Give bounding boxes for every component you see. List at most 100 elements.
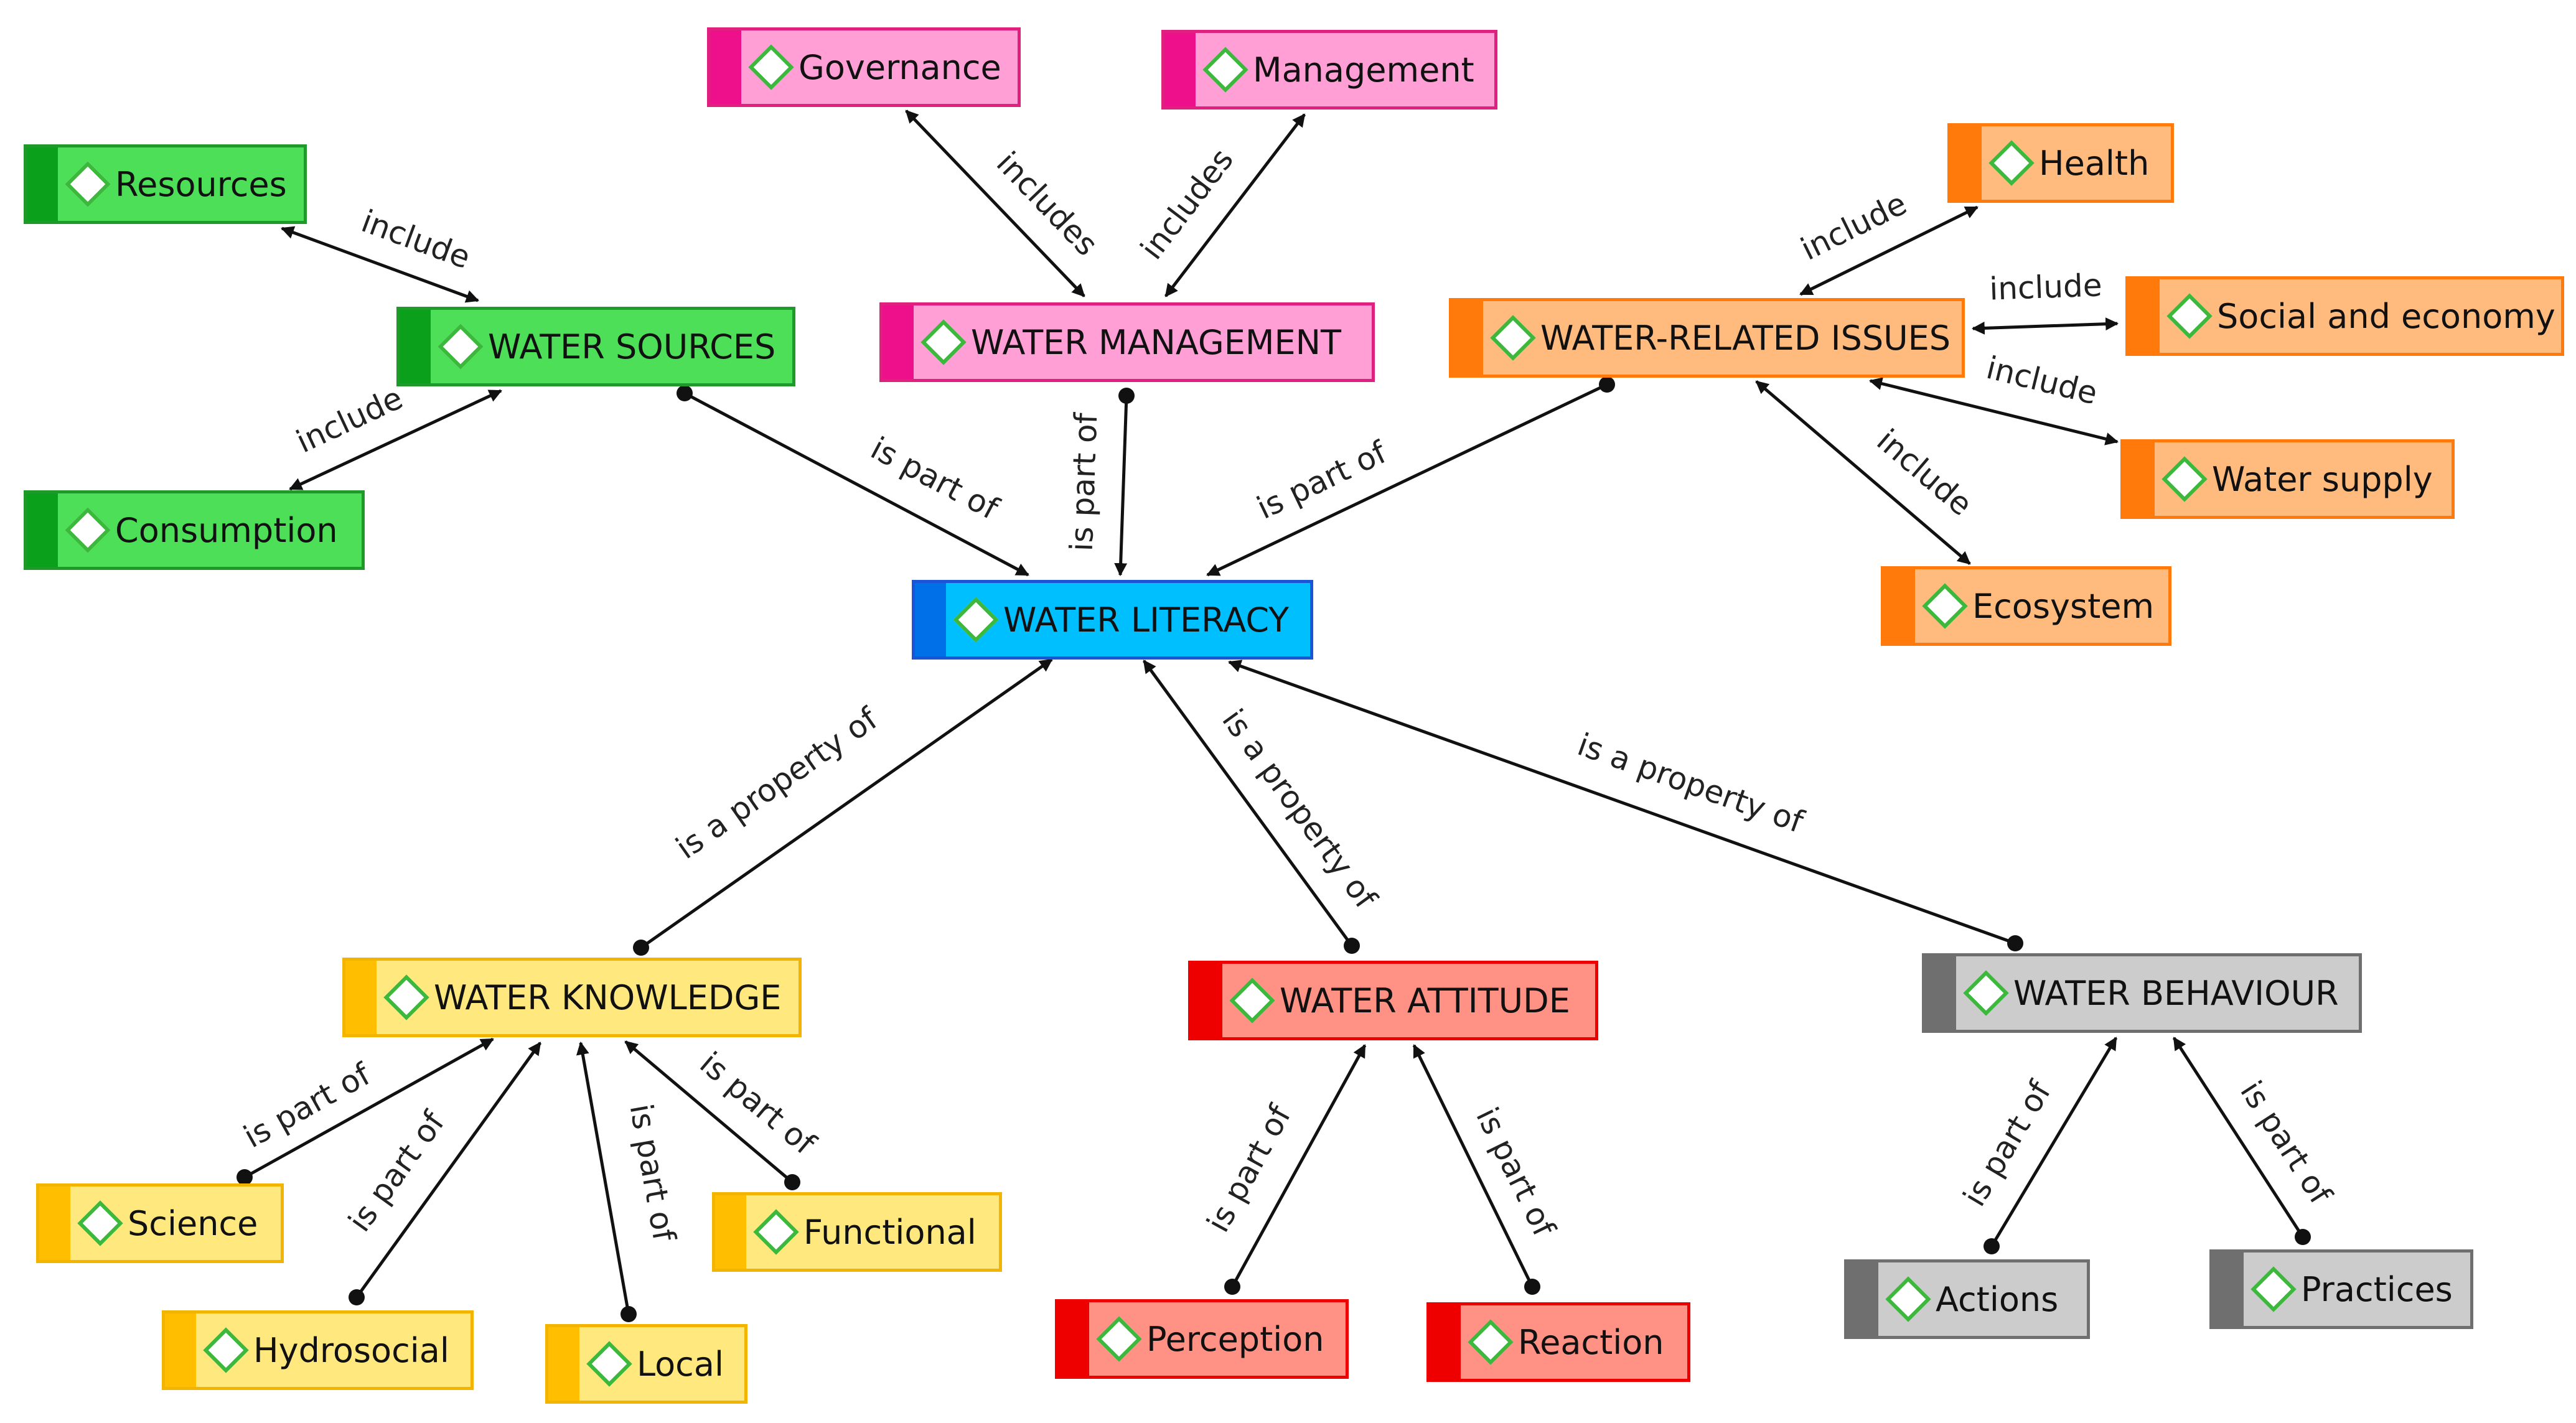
node-ecosystem[interactable]: Ecosystem [1881,566,2171,646]
edge-line [1114,395,1128,577]
edge-line [640,658,1053,949]
node-water-knowledge[interactable]: WATER KNOWLEDGE [342,958,802,1037]
edge-start-dot [1599,376,1615,393]
node-reaction[interactable]: Reaction [1426,1302,1690,1382]
node-perception[interactable]: Perception [1055,1299,1349,1379]
node-resources[interactable]: Resources [24,144,307,224]
diamond-icon [953,597,999,643]
node-color-bar [1452,301,1483,375]
edge-start-dot [1118,388,1135,404]
node-water-attitude[interactable]: WATER ATTITUDE [1188,961,1598,1040]
edge-line [1412,1044,1534,1288]
node-color-bar [1191,964,1222,1037]
edge-line [1971,317,2119,335]
node-actions[interactable]: Actions [1844,1259,2090,1339]
node-label: Practices [2301,1269,2453,1309]
diamond-icon [2161,456,2208,502]
node-practices[interactable]: Practices [2209,1249,2473,1329]
diamond-icon [2250,1266,2297,1312]
node-health[interactable]: Health [1947,123,2174,203]
edge-line [576,1041,630,1315]
node-local[interactable]: Local [545,1324,747,1404]
diamond-icon [1885,1276,1931,1322]
node-label: Science [128,1203,258,1243]
node-label: WATER BEHAVIOUR [2013,973,2339,1013]
edge-line [624,1040,794,1183]
node-label: WATER KNOWLEDGE [434,977,782,1017]
edge-line [2172,1037,2305,1238]
node-functional[interactable]: Functional [712,1192,1002,1272]
node-label: Perception [1146,1319,1324,1359]
diamond-icon [1468,1319,1514,1365]
node-color-bar [27,147,58,221]
edge-start-dot [621,1306,637,1322]
node-label: Consumption [115,510,338,550]
edge-start-dot [2295,1229,2311,1245]
node-science[interactable]: Science [36,1183,284,1263]
diamond-icon [1490,315,1536,361]
edge-start-dot [2007,935,2023,951]
node-label: Ecosystem [1972,586,2155,626]
diamond-icon [2166,293,2213,339]
node-color-bar [1430,1305,1461,1379]
node-color-bar [715,1195,746,1269]
node-label: Social and economy [2217,296,2555,336]
node-color-bar [710,30,741,104]
diamond-icon [920,319,967,365]
node-label: Management [1253,50,1474,90]
node-management[interactable]: Management [1161,30,1497,110]
node-label: WATER SOURCES [488,327,776,366]
node-governance[interactable]: Governance [707,27,1021,107]
node-label: WATER ATTITUDE [1280,981,1570,1020]
diamond-icon [65,161,111,207]
node-label: Health [2039,143,2150,183]
diamond-icon [748,44,794,90]
node-color-bar [1925,956,1956,1030]
node-label: Hydrosocial [253,1330,449,1370]
edge-water-related-issues-to-social-and-economy: include [1971,267,2119,335]
edge-start-dot [349,1289,365,1305]
node-label: WATER MANAGEMENT [971,322,1341,362]
edge-start-dot [633,940,649,956]
edge-line [1164,113,1306,297]
node-color-bar [39,1187,70,1260]
node-water-supply[interactable]: Water supply [2120,439,2455,519]
node-color-bar [2129,279,2160,353]
node-color-bar [27,493,58,567]
edge-line [683,391,1029,577]
node-label: Functional [803,1212,977,1252]
edge-line [243,1037,494,1179]
node-label: Water supply [2212,459,2433,499]
diamond-icon [1988,140,2035,186]
diamond-icon [77,1200,123,1246]
edge-start-dot [1524,1279,1540,1295]
diamond-icon [1922,583,1968,629]
edge-line [1206,383,1608,577]
node-water-management[interactable]: WATER MANAGEMENT [879,302,1375,382]
node-color-bar [400,310,431,383]
node-water-behaviour[interactable]: WATER BEHAVIOUR [1922,953,2362,1033]
node-color-bar [1164,33,1196,106]
node-consumption[interactable]: Consumption [24,490,365,570]
edge-water-management-to-water-literacy: is part of [1064,388,1135,577]
node-water-literacy[interactable]: WATER LITERACY [912,580,1313,660]
edge-line [1755,380,1971,565]
node-color-bar [2213,1253,2244,1326]
node-color-bar [1951,126,1982,200]
edge-line [289,389,502,491]
diamond-icon [383,974,429,1020]
edge-line [905,110,1085,297]
node-color-bar [1058,1302,1089,1376]
diamond-icon [1963,970,2009,1016]
node-color-bar [548,1327,579,1401]
node-social-and-economy[interactable]: Social and economy [2125,276,2564,356]
node-water-related-issues[interactable]: WATER-RELATED ISSUES [1449,298,1965,378]
node-label: WATER-RELATED ISSUES [1540,318,1951,358]
diamond-icon [438,324,484,370]
node-color-bar [915,583,946,656]
node-hydrosocial[interactable]: Hydrosocial [162,1310,474,1390]
node-water-sources[interactable]: WATER SOURCES [396,307,795,386]
edge-line [1142,660,1354,947]
edge-start-dot [1344,938,1360,954]
